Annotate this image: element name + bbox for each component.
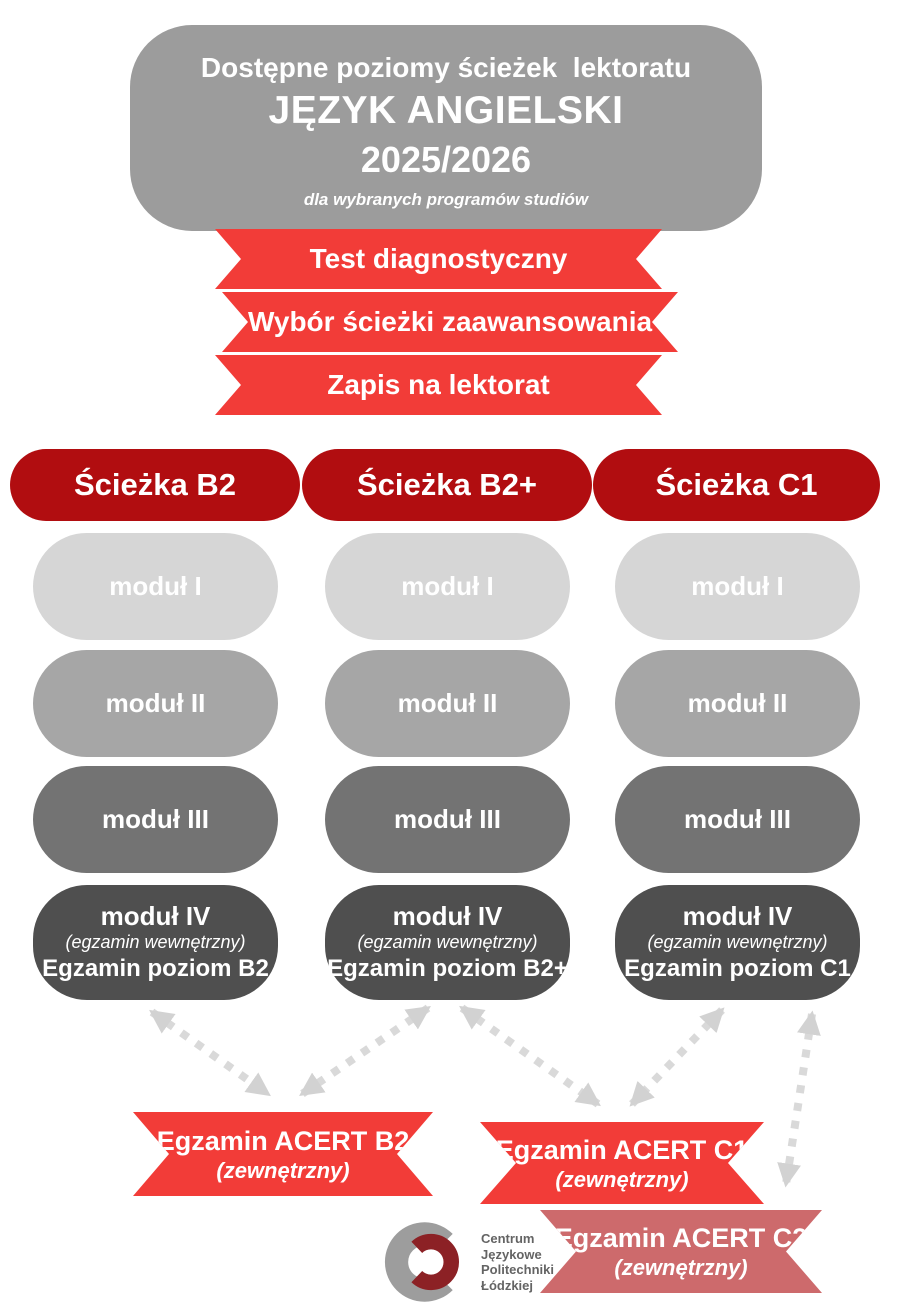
module-label: moduł II: [687, 688, 788, 718]
track-header-c1: Ścieżka C1: [593, 449, 880, 521]
track-header-label: Ścieżka B2: [74, 467, 236, 502]
exam-banner-acert-c2: Egzamin ACERT C2 (zewnętrzny): [540, 1210, 822, 1293]
module-label: moduł III: [684, 804, 791, 834]
cj-logo-icon: [384, 1222, 459, 1302]
title-line-3: 2025/2026: [360, 139, 532, 180]
module-label: moduł III: [102, 804, 209, 834]
module-pill: moduł III: [615, 766, 860, 873]
module-4-title: moduł IV: [392, 901, 503, 931]
exam-banner-note: (zewnętrzny): [555, 1166, 689, 1192]
step-label: Test diagnostyczny: [309, 243, 568, 274]
module-label: moduł II: [397, 688, 498, 718]
module-4-note: (egzamin wewnętrzny): [647, 932, 828, 952]
module-4-exam: Egzamin poziom C1: [624, 955, 851, 982]
track-header-b2plus: Ścieżka B2+: [302, 449, 592, 521]
step-ribbon-diagnostic-test: Test diagnostyczny: [215, 229, 662, 289]
module-4-note: (egzamin wewnętrzny): [357, 932, 538, 952]
module-pill: moduł II: [33, 650, 278, 757]
module-pill: moduł I: [33, 533, 278, 640]
module-4-title: moduł IV: [682, 901, 793, 931]
module-pill: moduł II: [615, 650, 860, 757]
language-centre-logo: Centrum Językowe Politechniki Łódzkiej: [383, 1216, 598, 1308]
module-label: moduł II: [105, 688, 206, 718]
step-label: Zapis na lektorat: [327, 369, 550, 400]
track-header-label: Ścieżka B2+: [356, 467, 538, 502]
track-header-b2: Ścieżka B2: [10, 449, 300, 521]
module-4-pill: moduł IV (egzamin wewnętrzny) Egzamin po…: [33, 885, 278, 1000]
module-pill: moduł I: [615, 533, 860, 640]
module-4-exam: Egzamin poziom B2+: [327, 955, 568, 982]
module-pill: moduł I: [325, 533, 570, 640]
exam-banner-acert-c1: Egzamin ACERT C1 (zewnętrzny): [480, 1122, 764, 1204]
exam-banner-title: Egzamin ACERT C1: [495, 1134, 749, 1165]
module-4-title: moduł IV: [100, 901, 211, 931]
logo-text-line: Centrum: [481, 1231, 535, 1246]
step-ribbon-enrollment: Zapis na lektorat: [215, 355, 662, 415]
module-4-pill: moduł IV (egzamin wewnętrzny) Egzamin po…: [325, 885, 570, 1000]
module-label: moduł I: [401, 571, 494, 601]
title-card: Dostępne poziomy ścieżek lektoratu JĘZYK…: [130, 25, 762, 231]
step-label: Wybór ścieżki zaawansowania: [247, 306, 653, 337]
module-4-exam: Egzamin poziom B2: [42, 955, 269, 982]
title-line-1: Dostępne poziomy ścieżek lektoratu: [200, 52, 692, 83]
title-line-4: dla wybranych programów studiów: [303, 190, 589, 209]
exam-banner-title: Egzamin ACERT B2: [156, 1125, 410, 1156]
logo-text-line: Łódzkiej: [481, 1277, 534, 1293]
exam-banner-title: Egzamin ACERT C2: [554, 1223, 808, 1253]
logo-text-line: Językowe: [481, 1246, 542, 1262]
module-label: moduł I: [109, 571, 202, 601]
module-label: moduł I: [691, 571, 784, 601]
logo-text-line: Politechniki: [481, 1262, 554, 1277]
exam-banner-acert-b2: Egzamin ACERT B2 (zewnętrzny): [133, 1112, 433, 1196]
module-pill: moduł III: [33, 766, 278, 873]
module-label: moduł III: [394, 804, 501, 834]
module-4-pill: moduł IV (egzamin wewnętrzny) Egzamin po…: [615, 885, 860, 1000]
module-pill: moduł III: [325, 766, 570, 873]
module-4-note: (egzamin wewnętrzny): [65, 932, 246, 952]
module-pill: moduł II: [325, 650, 570, 757]
logo-text: Centrum Językowe Politechniki Łódzkiej: [481, 1231, 554, 1293]
exam-banner-note: (zewnętrzny): [216, 1157, 350, 1183]
exam-banner-note: (zewnętrzny): [614, 1255, 748, 1280]
title-line-2: JĘZYK ANGIELSKI: [268, 89, 624, 132]
step-ribbon-path-choice: Wybór ścieżki zaawansowania: [222, 292, 678, 352]
track-header-label: Ścieżka C1: [655, 467, 818, 502]
